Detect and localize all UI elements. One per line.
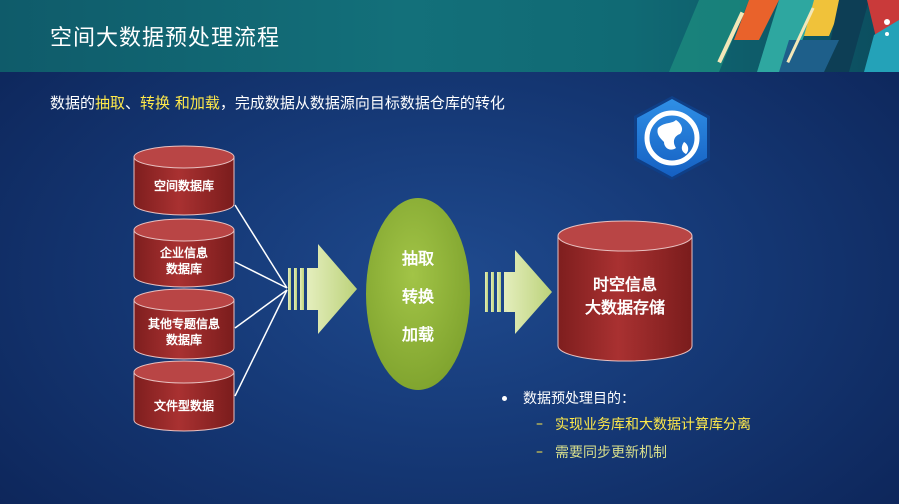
header-bar: 空间大数据预处理流程: [0, 0, 899, 72]
notes-heading: 数据预处理目的：: [523, 391, 635, 407]
notes-list: 数据预处理目的： – 实现业务库和大数据计算库分离 – 需要同步更新机制: [502, 386, 751, 466]
source-cylinder-enterprise-db: 企业信息 数据库: [133, 218, 235, 288]
target-cylinder-bigdata-storage: 时空信息 大数据存储: [557, 220, 693, 362]
source-label: 空间数据库: [154, 178, 214, 193]
etl-label: 加载: [401, 325, 434, 344]
header-decoration-icon: [669, 0, 899, 72]
subtitle-separator: 、: [125, 94, 141, 112]
list-item: 数据预处理目的：: [502, 386, 751, 410]
subtitle-prefix: 数据的: [50, 94, 96, 112]
source-label: 文件型数据: [154, 398, 214, 413]
subtitle-suffix: ，完成数据从数据源向目标数据仓库的转化: [219, 94, 505, 112]
page-title: 空间大数据预处理流程: [50, 26, 281, 51]
list-item: – 需要同步更新机制: [536, 438, 751, 466]
source-cylinder-file-data: 文件型数据: [133, 360, 235, 432]
etl-label: 转换: [402, 287, 435, 306]
subtitle-highlight-load: 和加载: [174, 94, 220, 112]
source-label: 其他专题信息: [148, 316, 220, 331]
globe-app-icon: [634, 96, 710, 180]
dash-icon: –: [536, 444, 543, 460]
etl-process-node: 抽取 转换 加载: [366, 198, 470, 390]
target-label: 时空信息: [593, 275, 657, 294]
etl-label: 抽取: [402, 249, 434, 268]
list-item: – 实现业务库和大数据计算库分离: [536, 410, 751, 438]
source-label: 数据库: [166, 261, 202, 276]
target-label: 大数据存储: [585, 298, 665, 317]
bullet-icon: [502, 395, 507, 401]
subtitle: 数据的抽取、转换 和加载，完成数据从数据源向目标数据仓库的转化: [50, 92, 505, 113]
source-cylinder-thematic-db: 其他专题信息 数据库: [133, 288, 235, 360]
notes-item: 实现业务库和大数据计算库分离: [555, 417, 751, 433]
dash-icon: –: [536, 416, 543, 432]
subtitle-highlight-extract: 抽取: [95, 94, 126, 112]
source-label: 数据库: [166, 332, 202, 347]
connector-lines: [234, 204, 288, 397]
source-cylinder-spatial-db: 空间数据库: [133, 145, 235, 216]
source-label: 企业信息: [159, 245, 208, 260]
arrow-right-icon: [288, 244, 357, 334]
arrow-right-icon: [485, 250, 552, 334]
notes-item: 需要同步更新机制: [555, 445, 667, 461]
subtitle-highlight-transform: 转换: [140, 94, 171, 112]
